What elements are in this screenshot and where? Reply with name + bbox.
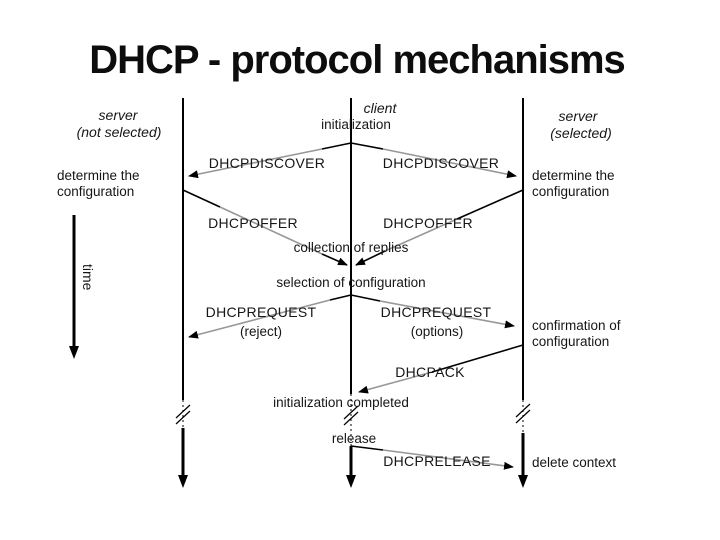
- lifeline-server-left: [175, 98, 191, 488]
- slide-title: DHCP - protocol mechanisms: [89, 38, 626, 82]
- label-dhcpack: DHCPACK: [395, 364, 465, 380]
- arrow-dhcpdiscover-left: [188, 142, 352, 179]
- line-break-marks: [343, 405, 359, 426]
- label-dhcprequest-right-arg: (options): [410, 324, 464, 339]
- time-axis-arrow: [69, 215, 79, 359]
- time-axis-label: time: [80, 264, 96, 291]
- note-determine-configuration-right: determine the configuration: [532, 168, 615, 199]
- note-release: release: [331, 431, 377, 446]
- label-dhcprequest-right: DHCPREQUEST: [380, 304, 492, 320]
- label-dhcprelease: DHCPRELEASE: [383, 453, 491, 469]
- label-dhcpoffer-right: DHCPOFFER: [383, 215, 473, 231]
- line-break-marks: [515, 403, 531, 424]
- line-break-marks: [175, 404, 191, 425]
- arrow-dhcprequest-right: [350, 294, 515, 329]
- lane-header-server-right: server: [558, 108, 598, 124]
- lane-header-server-left-qualifier: (not selected): [76, 124, 162, 140]
- arrowhead: [69, 346, 79, 359]
- label-dhcprequest-left: DHCPREQUEST: [205, 304, 317, 320]
- lifeline-client: [343, 98, 359, 488]
- lane-header-client: client: [363, 100, 397, 116]
- note-selection-of-configuration: selection of configuration: [276, 275, 426, 290]
- note-confirmation-of-configuration: confirmation of configuration: [532, 318, 621, 349]
- note-delete-context: delete context: [532, 455, 617, 470]
- note-determine-configuration-left: determine the configuration: [57, 168, 140, 199]
- arrow-dhcpoffer-left: [182, 189, 348, 266]
- arrow-dhcprelease: [350, 445, 514, 470]
- lane-header-server-left: server: [98, 107, 138, 123]
- arrow-dhcpoffer-right: [355, 189, 524, 266]
- note-collection-of-replies: collection of replies: [293, 240, 409, 255]
- arrow-dhcpack: [358, 344, 524, 394]
- label-dhcpdiscover-right: DHCPDISCOVER: [382, 155, 500, 171]
- arrowhead: [346, 475, 356, 488]
- lane-header-server-right-qualifier: (selected): [550, 125, 612, 141]
- note-initialization-completed: initialization completed: [273, 395, 409, 410]
- client-state-initialization: initialization: [321, 117, 391, 132]
- arrowhead: [178, 475, 188, 488]
- label-dhcpoffer-left: DHCPOFFER: [208, 215, 298, 231]
- arrowhead: [518, 475, 528, 488]
- arrow-dhcpdiscover-right: [350, 142, 517, 179]
- label-dhcprequest-left-arg: (reject): [239, 324, 283, 339]
- arrow-dhcprequest-left: [188, 294, 352, 339]
- lifeline-server-right: [515, 98, 531, 488]
- label-dhcpdiscover-left: DHCPDISCOVER: [208, 155, 326, 171]
